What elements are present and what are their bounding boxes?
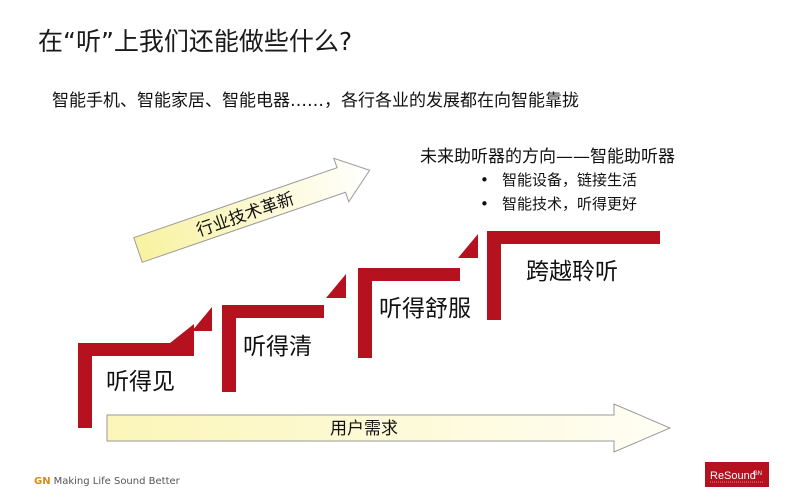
step-4: 跨越聆听 bbox=[458, 231, 660, 320]
bullet-item: •智能技术，听得更好 bbox=[480, 192, 637, 216]
bullet-icon: • bbox=[480, 171, 489, 189]
bullet-icon: • bbox=[480, 195, 489, 213]
svg-text:GN: GN bbox=[753, 471, 762, 477]
page-title: 在“听”上我们还能做些什么? bbox=[38, 27, 353, 56]
step-4-bar bbox=[487, 231, 660, 320]
step-1-tip bbox=[170, 324, 194, 343]
user-arrow-label: 用户需求 bbox=[330, 419, 398, 439]
resound-logo-icon: ReSound GN bbox=[710, 470, 763, 482]
step-1-label: 听得见 bbox=[106, 369, 175, 395]
step-3: 听得舒服 bbox=[326, 268, 471, 358]
step-3-bar bbox=[358, 268, 460, 358]
step-2-bar bbox=[222, 305, 324, 392]
industry-arrow: 行业技术革新 bbox=[133, 157, 371, 263]
future-direction-heading: 未来助听器的方向——智能助听器 bbox=[420, 147, 675, 167]
step-3-label: 听得舒服 bbox=[379, 296, 471, 322]
user-arrow: 用户需求 bbox=[106, 403, 672, 453]
step-2-label: 听得清 bbox=[243, 334, 312, 360]
gn-mark: GN bbox=[34, 476, 51, 487]
step-3-tip bbox=[326, 274, 346, 298]
page-subtitle: 智能手机、智能家居、智能电器……，各行各业的发展都在向智能靠拢 bbox=[52, 91, 579, 111]
bullet-item: •智能设备，链接生活 bbox=[480, 168, 637, 192]
step-2: 听得清 bbox=[192, 305, 324, 392]
svg-text:ReSound: ReSound bbox=[710, 470, 756, 482]
step-4-label: 跨越聆听 bbox=[526, 259, 618, 285]
step-2-tip bbox=[192, 307, 212, 331]
step-4-tip bbox=[458, 234, 478, 258]
future-bullets: •智能设备，链接生活 •智能技术，听得更好 bbox=[480, 168, 637, 216]
step-1: 听得见 bbox=[78, 324, 194, 428]
resound-logo: ReSound GN bbox=[705, 462, 769, 487]
